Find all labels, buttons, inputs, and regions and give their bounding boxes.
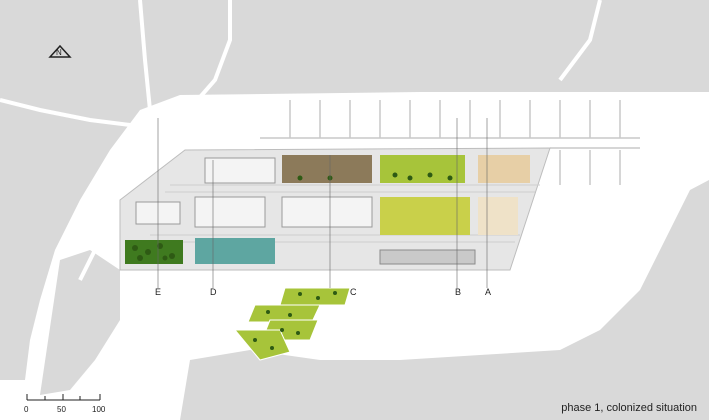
section-marker-a: A (485, 287, 492, 297)
block-d-upper (204, 157, 276, 184)
section-lines (157, 118, 488, 288)
scale-label-0: 0 (24, 405, 29, 414)
block-b-yellow (380, 197, 470, 235)
block-e-green (125, 240, 183, 264)
roads (0, 0, 600, 280)
patch-tree-markers (253, 291, 337, 350)
block-c-mid (281, 196, 373, 228)
section-marker-e: E (155, 287, 162, 297)
block-c-brown (282, 155, 372, 183)
scale-label-100: 100 (92, 405, 106, 414)
scale-label-50: 50 (57, 405, 66, 414)
scale-bar (26, 394, 101, 401)
svg-text:N: N (56, 48, 62, 57)
block-b-lower (379, 249, 476, 265)
map-caption: phase 1, colonized situation (561, 402, 697, 414)
block-a-tan (478, 155, 530, 183)
block-d-teal (195, 238, 275, 264)
north-arrow-icon: N (48, 44, 72, 58)
tree-markers (132, 172, 453, 261)
marina-piers (260, 100, 640, 185)
section-marker-d: D (210, 287, 217, 297)
section-marker-c: C (350, 287, 357, 297)
section-marker-b: B (455, 287, 462, 297)
block-d-mid (194, 196, 266, 228)
green-patches (233, 287, 351, 361)
block-a-light (478, 197, 518, 235)
